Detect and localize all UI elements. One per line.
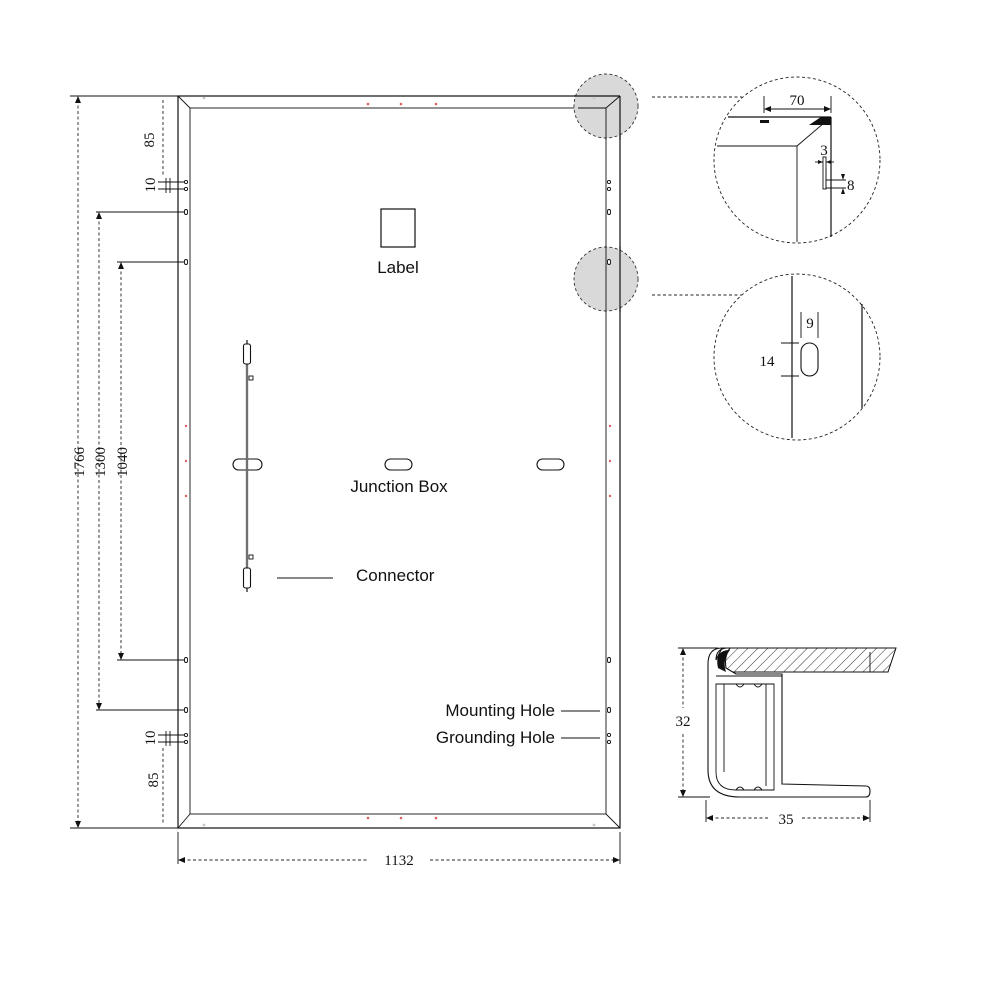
cable-assembly — [242, 340, 254, 592]
dim-bottom-offset — [158, 731, 184, 824]
panel-frame — [177, 95, 621, 829]
profile-height-text: 32 — [676, 714, 691, 730]
dim-profile-height — [678, 647, 718, 798]
hole-slot-width-text: 9 — [806, 316, 814, 332]
dim-mount-span-outer-text: 1300 — [93, 447, 109, 477]
frame-overdraw — [574, 95, 621, 312]
junction-boxes — [232, 458, 565, 471]
hole-slot-length-text: 14 — [760, 354, 776, 370]
dim-bottom-offset-text: 85 — [146, 773, 162, 788]
dim-top-offset-text: 85 — [142, 133, 158, 148]
corner-hole-width-text: 3 — [820, 143, 828, 159]
mounting-hole-text: Mounting Hole — [445, 701, 555, 720]
dim-profile-width — [705, 800, 871, 822]
corner-frame-width-text: 70 — [790, 93, 805, 109]
dim-total-width-text: 1132 — [384, 853, 413, 869]
connector-top — [242, 343, 252, 365]
dim-top-gap-text: 10 — [143, 178, 159, 193]
dim-top-offset — [158, 100, 184, 193]
dim-mount-span-inner-text: 1040 — [115, 447, 131, 477]
grounding-hole-text: Grounding Hole — [436, 728, 555, 747]
junction-box-text: Junction Box — [350, 477, 448, 496]
dim-total-height-text: 1766 — [72, 447, 88, 478]
dim-total-height — [70, 95, 178, 829]
detail-mounting-slot — [800, 342, 819, 377]
profile-width-text: 35 — [779, 812, 794, 828]
grounding-holes — [183, 179, 612, 745]
label-box — [380, 208, 416, 248]
label-text: Label — [377, 258, 419, 277]
dim-bottom-gap-text: 10 — [143, 731, 159, 746]
hole-detail — [713, 273, 881, 441]
frame-profile — [707, 647, 897, 798]
junction-box-right — [536, 458, 565, 471]
dim-mount-span-outer — [96, 211, 184, 711]
junction-box-center — [384, 458, 413, 471]
corner-hole-height-text: 8 — [847, 178, 855, 194]
connector-bottom — [242, 567, 252, 589]
connector-text: Connector — [356, 566, 435, 585]
dim-mount-span-inner — [117, 261, 184, 661]
dim-total-width — [177, 832, 621, 864]
corner-detail — [713, 76, 881, 244]
